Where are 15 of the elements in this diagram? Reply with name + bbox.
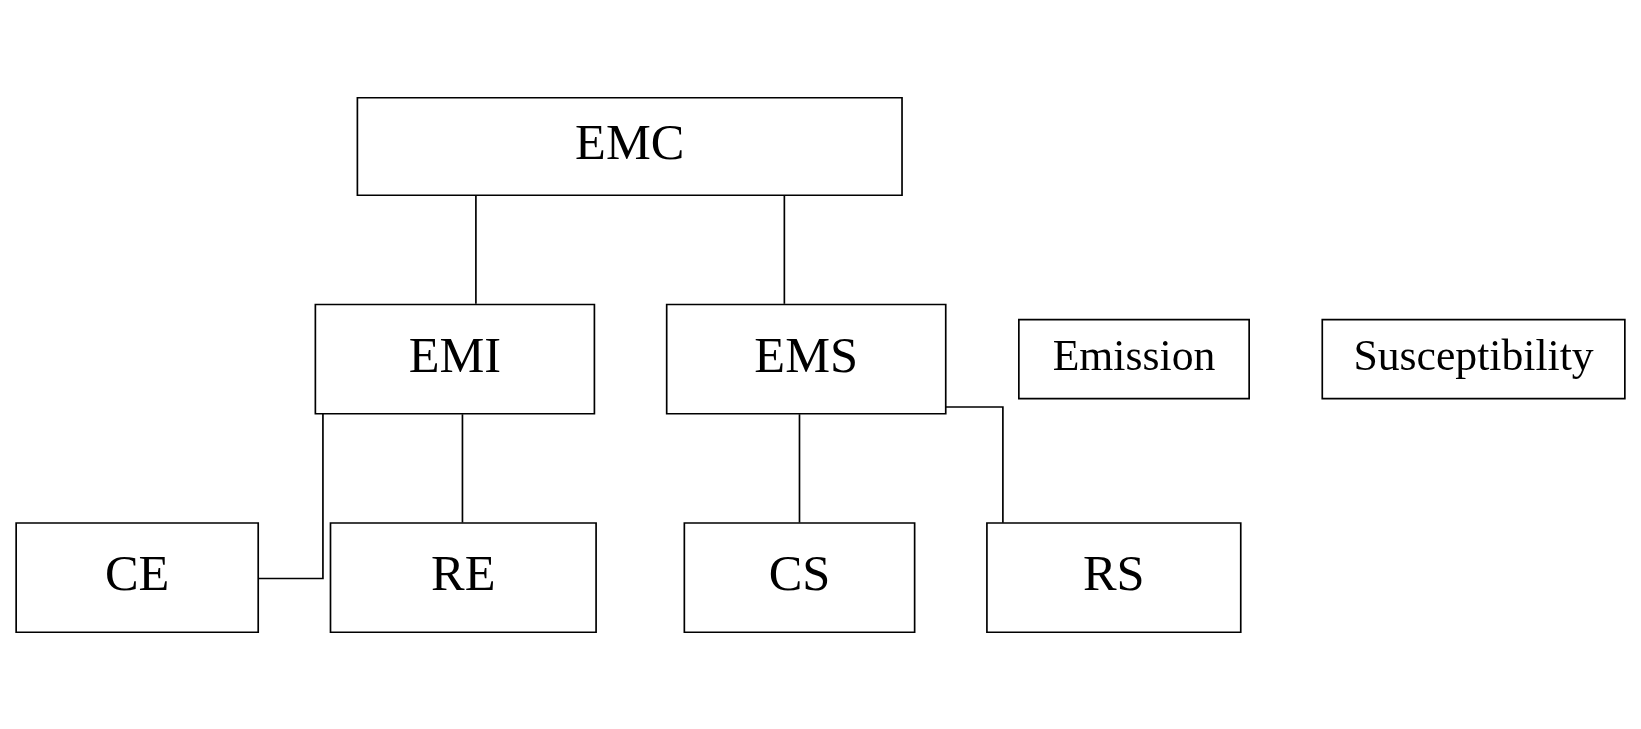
connector — [461, 412, 464, 523]
connector — [257, 412, 324, 579]
connector — [798, 412, 801, 523]
node-box: CE — [15, 521, 260, 633]
node-box: EMI — [314, 303, 596, 415]
node-box: EMS — [665, 303, 947, 415]
node-box: CS — [683, 521, 916, 633]
connector — [475, 193, 477, 305]
node-box: Emission — [1018, 318, 1250, 399]
connector — [945, 405, 1004, 524]
node-box: RS — [986, 521, 1242, 633]
connector — [783, 193, 786, 305]
node-box: RE — [329, 521, 597, 633]
node-box: EMC — [356, 96, 903, 196]
node-box: Susceptibility — [1321, 318, 1626, 399]
